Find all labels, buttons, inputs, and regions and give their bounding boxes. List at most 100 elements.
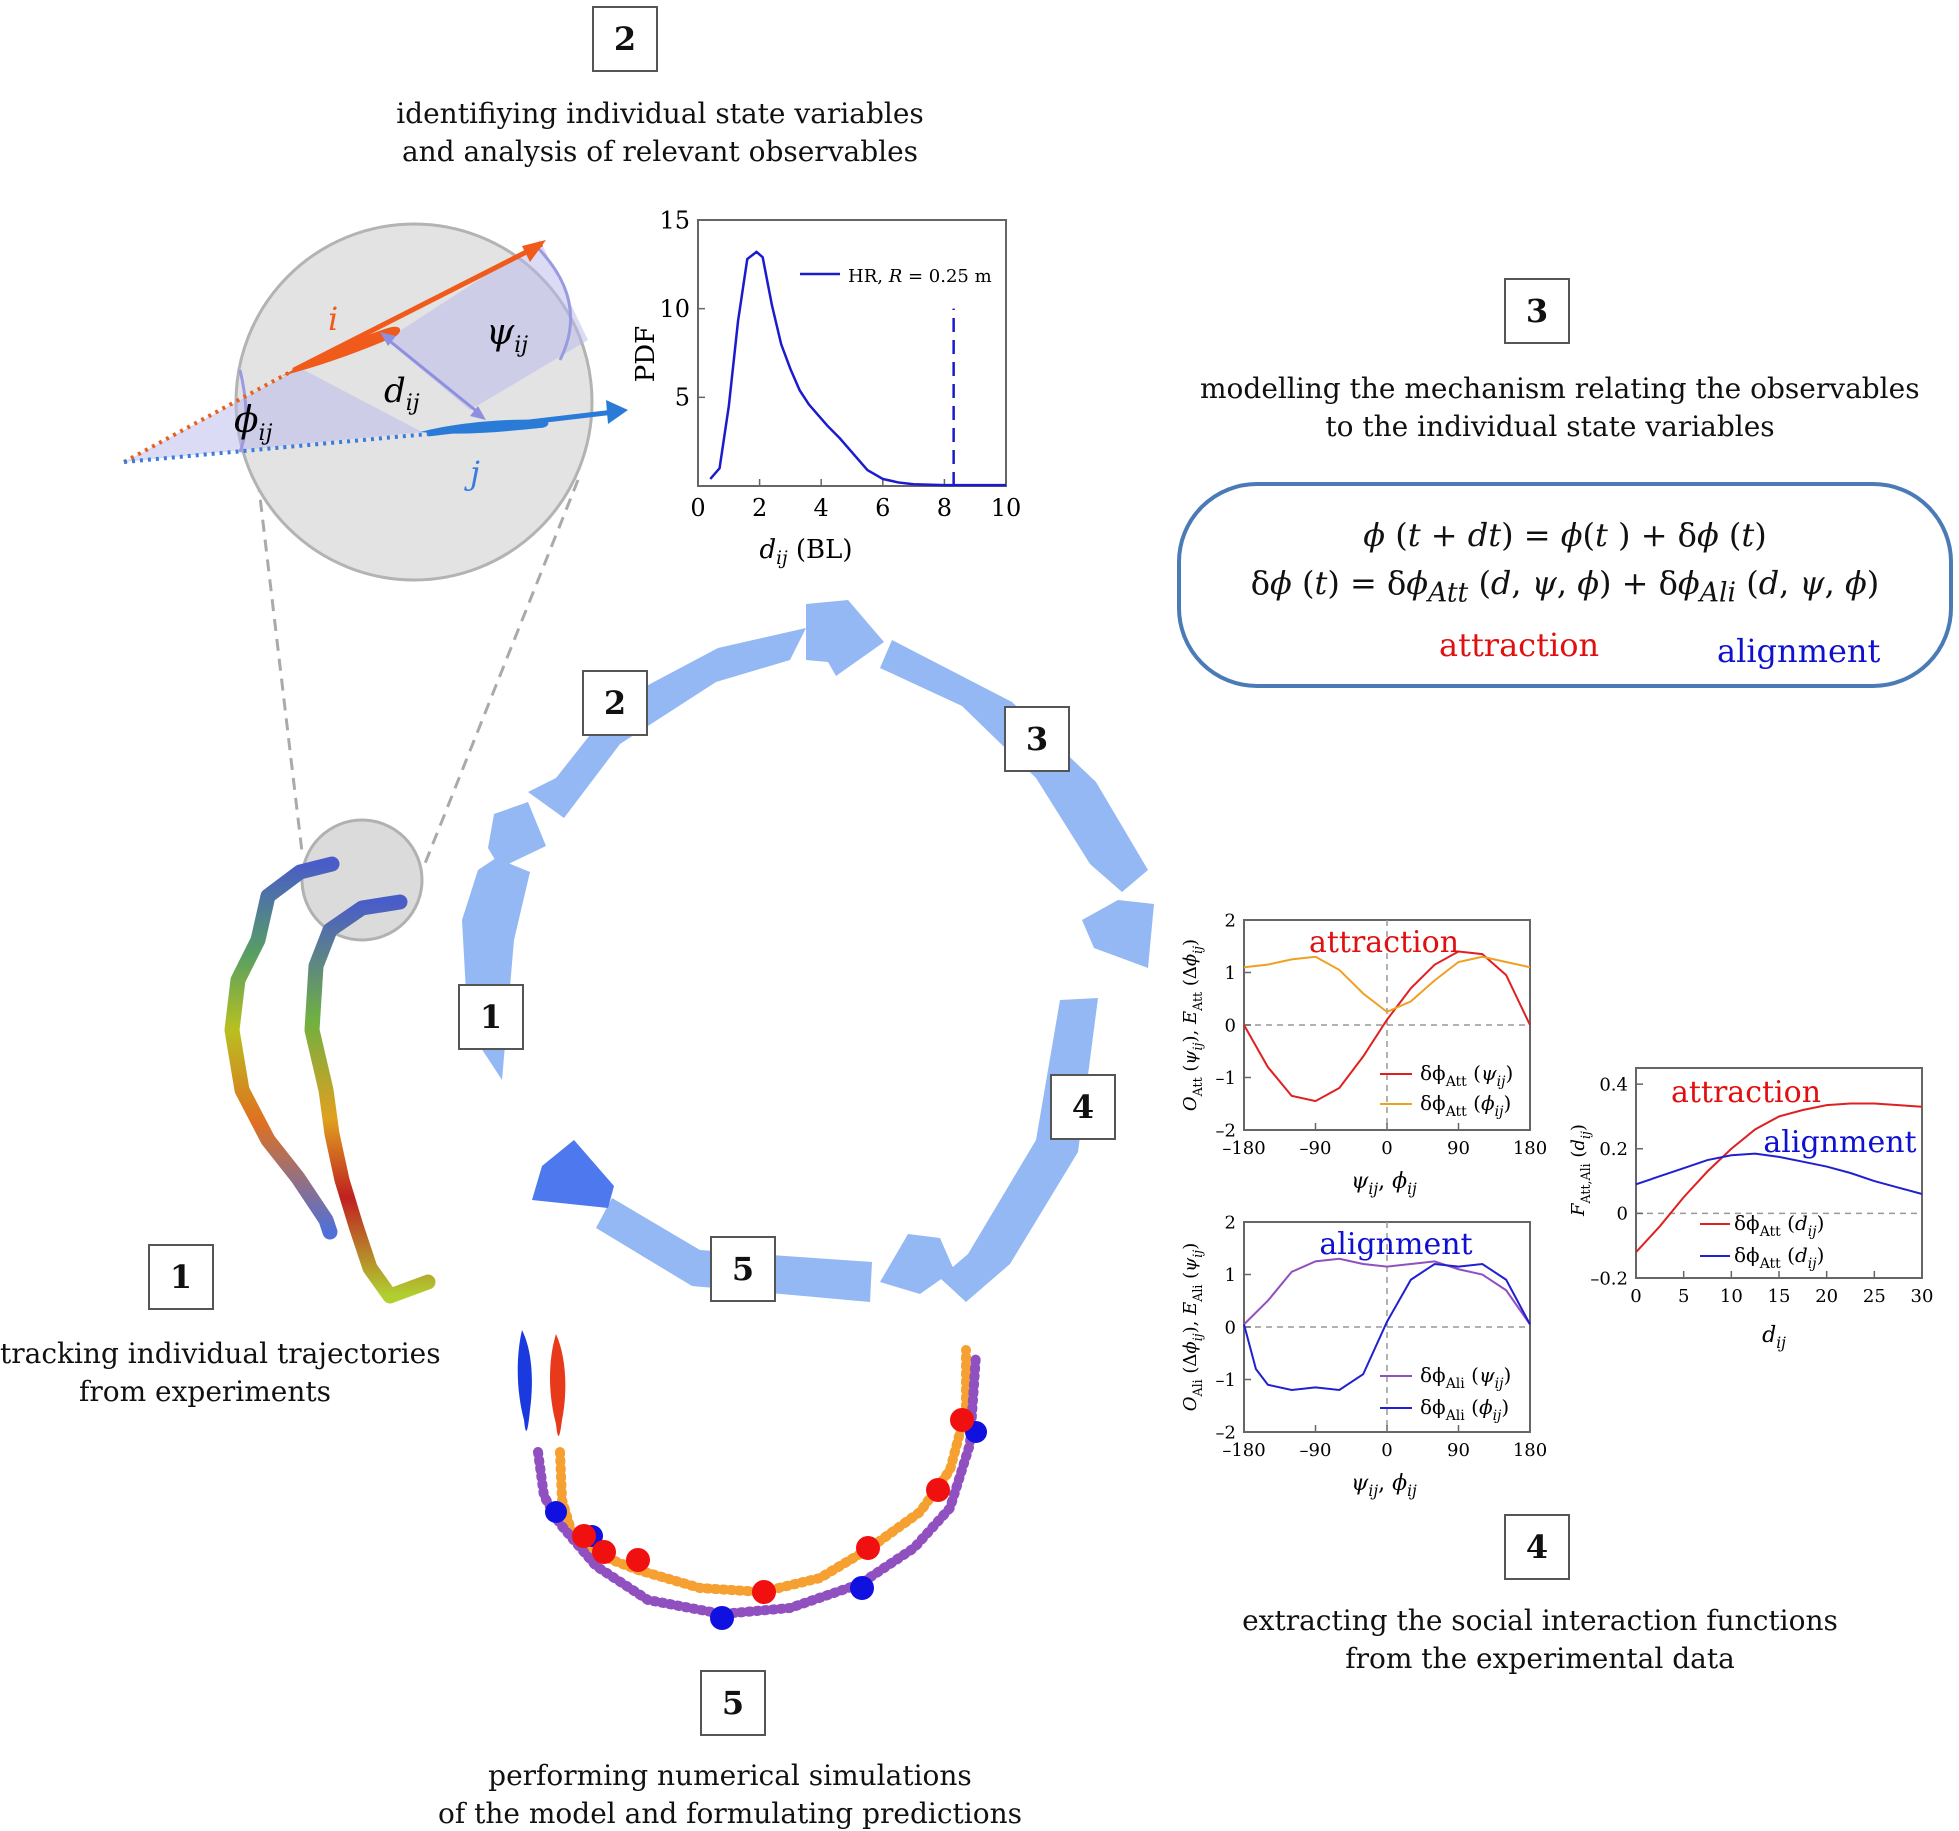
chart-title: alignment [1319, 1227, 1472, 1262]
x-tick-label: 0 [690, 494, 705, 522]
y-axis-label: PDF [631, 326, 661, 382]
x-tick-label: –180 [1222, 1440, 1265, 1461]
label-psi: ψij [486, 312, 528, 358]
cycle-arrow-head-1 [488, 802, 546, 868]
phi-angle-wedge [124, 368, 422, 462]
sim-dot [572, 1524, 596, 1548]
fish-i-icon [282, 326, 401, 376]
legend-label: HR, R = 0.25 m [848, 266, 992, 287]
cycle-arrow-head-4 [880, 1234, 954, 1294]
chart-title: attraction [1309, 925, 1459, 960]
legend-label: δϕAtt (ψij) [1420, 1061, 1513, 1090]
cycle-arrow-head-5 [532, 1140, 614, 1208]
sim-dot [752, 1580, 776, 1604]
step-4-caption: extracting the social interaction functi… [1242, 1604, 1838, 1675]
sim-dot [545, 1501, 567, 1523]
step-1-caption: tracking individual trajectories from ex… [0, 1337, 441, 1408]
x-tick-label: 25 [1863, 1286, 1886, 1307]
cycle-arrow-head-3 [1082, 900, 1154, 968]
step-2-caption: identifiying individual state variables … [396, 97, 924, 168]
chart-title: attraction [1671, 1075, 1821, 1110]
legend-label: δϕAtt (dij) [1734, 1211, 1824, 1240]
y-tick-label: 2 [1225, 1212, 1236, 1233]
y-tick-label: –0.2 [1590, 1268, 1628, 1289]
legend-label: δϕAli (ϕij) [1420, 1395, 1509, 1424]
y-tick-label: 0.4 [1599, 1074, 1628, 1095]
sim-dot [950, 1408, 974, 1432]
label-d: dij [384, 371, 420, 416]
series-line [1243, 955, 1531, 1014]
trajectory-b [304, 894, 436, 1304]
y-tick-label: –2 [1216, 1422, 1236, 1443]
x-axis-label: ψij, ϕij [1351, 1471, 1417, 1500]
series-line [1635, 1152, 1923, 1195]
legend-label: δϕAtt (dij) [1734, 1243, 1824, 1272]
sim-dot [850, 1576, 874, 1600]
y-tick-label: –2 [1216, 1120, 1236, 1141]
x-tick-label: –90 [1300, 1440, 1332, 1461]
x-tick-label: 0 [1381, 1440, 1392, 1461]
y-tick-label: 15 [659, 206, 690, 234]
model-equation-1: ϕ (t + dt) = ϕ(t ) + δϕ (t) [1363, 516, 1767, 554]
zoom-line-left [256, 479, 304, 853]
sim-dot [926, 1478, 950, 1502]
x-tick-label: 30 [1911, 1286, 1934, 1307]
model-attraction-label: attraction [1439, 626, 1600, 664]
series-line [1635, 1102, 1923, 1253]
label-phi: ϕij [234, 400, 273, 446]
simulated-fish-blue-icon [517, 1330, 532, 1431]
legend-label: δϕAtt (ϕij) [1420, 1091, 1511, 1120]
cycle-box-4: 4 [1050, 1074, 1116, 1140]
step-3-caption: modelling the mechanism relating the obs… [1200, 372, 1920, 443]
cycle-box-3: 3 [1004, 706, 1070, 772]
fish-i-extension [123, 368, 295, 464]
model-equation-2: δϕ (t) = δϕAtt (d, ψ, ϕ) + δϕAli (d, ψ, … [1250, 564, 1880, 609]
label-i: i [328, 300, 338, 338]
x-tick-label: 180 [1513, 1440, 1547, 1461]
cycle-arrow-5-to-1 [596, 1198, 872, 1302]
x-tick-label: 0 [1381, 1138, 1392, 1159]
sim-dot [626, 1548, 650, 1572]
sim-dot [710, 1606, 734, 1630]
y-tick-label: –1 [1216, 1370, 1236, 1391]
x-tick-label: 10 [1720, 1286, 1743, 1307]
series-line [1243, 950, 1531, 1103]
simulation-trajectories [517, 1330, 987, 1630]
x-tick-label: 4 [814, 494, 829, 522]
x-tick-label: 90 [1447, 1138, 1470, 1159]
step-box-1: 1 [148, 1244, 214, 1310]
fish-j-icon [420, 419, 549, 434]
y-tick-label: 0 [1225, 1015, 1236, 1036]
x-tick-label: 15 [1768, 1286, 1791, 1307]
x-tick-label: 90 [1447, 1440, 1470, 1461]
x-tick-label: 0 [1630, 1286, 1641, 1307]
cycle-arrow-2-to-3 [528, 628, 806, 818]
x-tick-label: –90 [1300, 1138, 1332, 1159]
legend-label: δϕAli (ψij) [1420, 1363, 1511, 1392]
fish-i-arrowhead [522, 240, 546, 262]
step-box-4: 4 [1504, 1514, 1570, 1580]
trajectory-a [224, 856, 340, 1240]
sim-dot [856, 1536, 880, 1560]
step-box-3: 3 [1504, 278, 1570, 344]
sim-dot [592, 1540, 616, 1564]
y-tick-label: 0 [1225, 1317, 1236, 1338]
y-tick-label: 1 [1225, 963, 1236, 984]
step-box-5: 5 [700, 1670, 766, 1736]
cycle-box-5: 5 [710, 1236, 776, 1302]
cycle-box-2: 2 [582, 670, 648, 736]
cycle-box-1: 1 [458, 984, 524, 1050]
phi-arc [238, 369, 248, 453]
y-tick-label: 1 [1225, 1265, 1236, 1286]
series-line [1243, 1257, 1531, 1326]
y-tick-label: 10 [659, 295, 690, 323]
y-tick-label: –1 [1216, 1068, 1236, 1089]
x-axis-label: dij [1762, 1323, 1786, 1352]
y-tick-label: 0 [1617, 1204, 1628, 1225]
fish-j-arrowhead [606, 400, 628, 424]
